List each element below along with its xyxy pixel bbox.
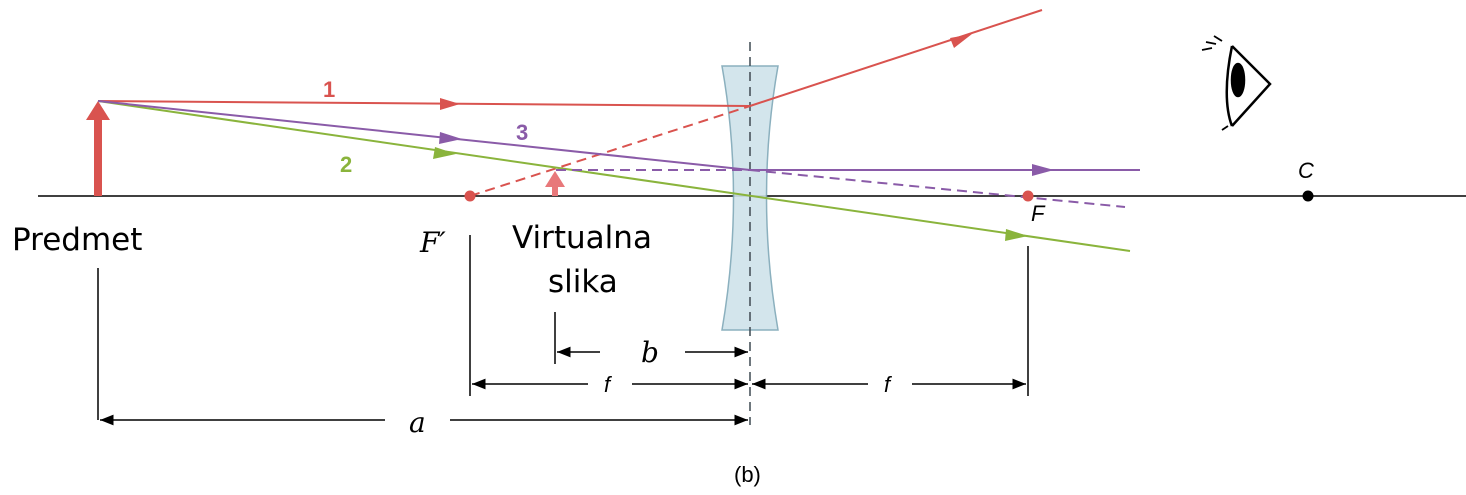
ray-2 bbox=[97, 100, 1131, 252]
ray-2-arrow-a bbox=[433, 147, 456, 159]
object-arrow-shaft bbox=[94, 118, 102, 196]
image-label-line2: slika bbox=[548, 264, 618, 300]
dim-f-right-label: f bbox=[884, 372, 893, 397]
ray-3-virtual-right bbox=[749, 169, 1126, 208]
ray-1-label: 1 bbox=[323, 77, 335, 102]
eye-icon bbox=[1201, 35, 1272, 131]
ray-1-arrow-a bbox=[440, 98, 460, 110]
ray-3-label: 3 bbox=[516, 120, 528, 145]
dim-b-label: b bbox=[641, 336, 659, 369]
ray-3-arrow-b bbox=[1032, 164, 1054, 176]
dim-f-left-label: f bbox=[604, 372, 613, 397]
focal-left-label: F′ bbox=[419, 226, 446, 259]
ray-1-incident bbox=[97, 100, 751, 107]
image-arrow-head bbox=[545, 171, 565, 187]
caption: (b) bbox=[734, 462, 761, 487]
focal-point-left bbox=[464, 190, 476, 202]
dim-a-label: a bbox=[409, 406, 426, 439]
object-arrow-head bbox=[86, 101, 110, 120]
focal-right-label: F bbox=[1031, 201, 1046, 226]
ray-2-label: 2 bbox=[340, 152, 352, 177]
image-arrow-shaft bbox=[552, 185, 558, 196]
ray-1-arrow-b bbox=[950, 34, 972, 48]
ray-2-arrow-b bbox=[1005, 229, 1028, 241]
ray-1-virtual-extension bbox=[469, 105, 751, 197]
focal-point-right bbox=[1022, 190, 1034, 202]
image-label-line1: Virtualna bbox=[512, 220, 652, 256]
ray-3-arrow-a bbox=[439, 132, 462, 144]
object-label: Predmet bbox=[12, 222, 142, 258]
ray-3-incident bbox=[97, 100, 751, 171]
center-label: C bbox=[1298, 158, 1314, 183]
ray-1-refracted bbox=[749, 9, 1043, 107]
center-point bbox=[1302, 190, 1314, 202]
